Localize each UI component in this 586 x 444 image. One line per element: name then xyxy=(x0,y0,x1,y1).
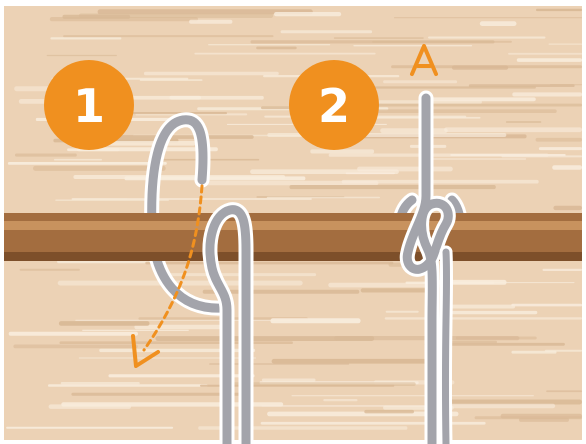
wood-grain-streak xyxy=(281,30,373,33)
wood-grain-streak xyxy=(543,269,583,271)
wood-grain-streak xyxy=(13,345,137,349)
wood-grain-streak xyxy=(274,12,341,16)
wood-grain-streak xyxy=(63,15,131,19)
wood-grain-streak xyxy=(323,399,357,401)
wood-grain-streak xyxy=(385,317,582,319)
wood-grain-streak xyxy=(33,166,166,171)
wood-grain-streak xyxy=(48,384,208,387)
wooden-rod xyxy=(4,213,582,261)
wood-grain-streak xyxy=(73,175,285,179)
wood-grain-streak xyxy=(549,44,582,45)
wood-grain-streak xyxy=(511,304,582,307)
wood-grain-streak xyxy=(428,37,546,39)
wood-grain-streak xyxy=(6,427,173,429)
wood-grain-streak xyxy=(552,165,582,170)
wood-grain-streak xyxy=(144,72,279,76)
wood-grain-streak xyxy=(536,9,582,11)
wood-grain-streak xyxy=(517,58,582,62)
wood-grain-streak xyxy=(261,405,436,406)
step-number-1: 1 xyxy=(73,79,105,133)
wood-grain-streak xyxy=(386,311,419,313)
wood-grain-streak xyxy=(134,325,231,330)
wood-grain-streak xyxy=(50,37,121,39)
wood-grain-streak xyxy=(61,382,140,384)
wood-grain-streak xyxy=(292,395,534,396)
wood-grain-streak xyxy=(262,379,316,382)
wood-grain-streak xyxy=(480,21,517,26)
wood-grain-streak xyxy=(447,311,538,314)
wood-grain-streak xyxy=(364,410,414,414)
wood-grain-streak xyxy=(47,55,117,56)
rod-shadow xyxy=(4,252,582,261)
wood-grain-streak xyxy=(329,154,549,157)
wood-grain-streak xyxy=(140,79,203,81)
wood-grain-streak xyxy=(208,44,330,45)
wood-grain-streak xyxy=(75,320,292,321)
step-number-2: 2 xyxy=(318,79,350,133)
wood-grain-streak xyxy=(368,104,582,107)
wood-grain-streak xyxy=(189,20,232,24)
wood-grain-streak xyxy=(546,390,582,392)
wood-grain-streak xyxy=(290,185,496,189)
wood-grain-streak xyxy=(251,40,495,43)
step-badge-2: 2 xyxy=(289,60,379,150)
wood-grain-streak xyxy=(204,181,379,186)
wood-grain-streak xyxy=(310,149,374,153)
wood-grain-streak xyxy=(346,173,395,175)
wood-grain-streak xyxy=(353,45,472,46)
wood-grain-streak xyxy=(272,359,428,364)
wood-grain-streak xyxy=(59,321,150,326)
wood-grain-streak xyxy=(270,318,360,323)
wood-grain-streak xyxy=(394,17,582,18)
wood-grain-streak xyxy=(334,37,424,39)
wood-grain-streak xyxy=(357,109,557,113)
wood-grain-streak xyxy=(361,288,434,292)
wood-grain-streak xyxy=(256,47,297,50)
wood-grain-streak xyxy=(357,167,453,172)
wood-grain-streak xyxy=(54,159,102,161)
wood-grain-streak xyxy=(20,269,80,271)
rod-highlight xyxy=(4,221,582,230)
wood-grain-streak xyxy=(15,154,77,157)
wood-grain-streak xyxy=(512,351,557,354)
wood-grain-streak xyxy=(9,332,138,336)
wood-grain-streak xyxy=(553,206,582,210)
wood-grain-streak xyxy=(432,158,526,160)
step2-rope-tail xyxy=(445,252,446,444)
wood-grain-streak xyxy=(380,128,448,133)
wood-grain-streak xyxy=(82,330,189,331)
wood-grain-streak xyxy=(430,97,536,101)
wood-grain-streak xyxy=(508,53,582,55)
wood-grain-streak xyxy=(506,121,541,123)
wood-grain-streak xyxy=(383,80,457,83)
wood-grain-streak xyxy=(60,341,293,344)
wood-grain-streak xyxy=(519,418,569,422)
wood-grain-streak xyxy=(539,147,582,150)
wood-grain-streak xyxy=(145,262,393,265)
wood-grain-streak xyxy=(444,127,582,132)
wood-grain-streak xyxy=(550,84,582,85)
wood-grain-streak xyxy=(536,138,582,142)
step-badge-1: 1 xyxy=(44,60,134,150)
wood-grain-streak xyxy=(8,162,167,165)
wood-grain-streak xyxy=(267,197,380,199)
wood-grain-streak xyxy=(194,53,375,55)
wood-grain-streak xyxy=(63,35,273,37)
wood-grain-streak xyxy=(512,92,582,96)
